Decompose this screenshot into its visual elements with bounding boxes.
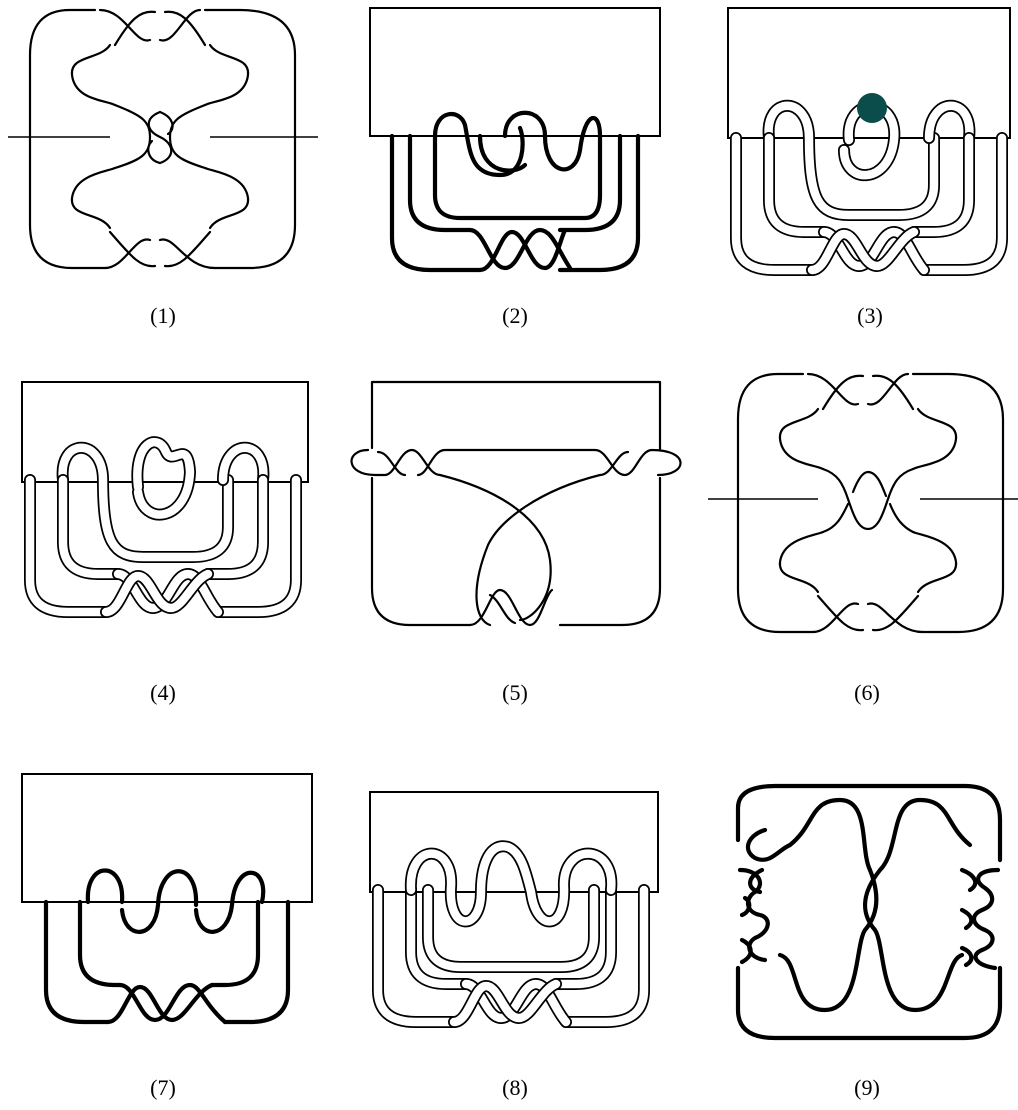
panel-label-3: (3) <box>830 303 910 329</box>
diagram-panel-4 <box>22 382 308 612</box>
diagram-panel-9 <box>738 786 1000 1038</box>
diagram-panel-6 <box>708 374 1018 632</box>
panel-label-5: (5) <box>475 680 555 706</box>
diagram-panel-2 <box>370 8 660 270</box>
panel-label-7: (7) <box>123 1075 203 1101</box>
panel-label-9: (9) <box>827 1075 907 1101</box>
panel-label-6: (6) <box>827 680 907 706</box>
panel-label-8: (8) <box>475 1075 555 1101</box>
diagram-panel-7 <box>22 774 312 1022</box>
diagram-panel-8 <box>370 792 658 1022</box>
marker-dot <box>857 93 887 123</box>
diagram-panel-1 <box>8 10 318 268</box>
panel-label-2: (2) <box>475 303 555 329</box>
diagram-panel-5 <box>352 382 681 625</box>
diagram-panel-3 <box>728 8 1010 270</box>
panel-label-1: (1) <box>123 303 203 329</box>
panel-label-4: (4) <box>123 680 203 706</box>
